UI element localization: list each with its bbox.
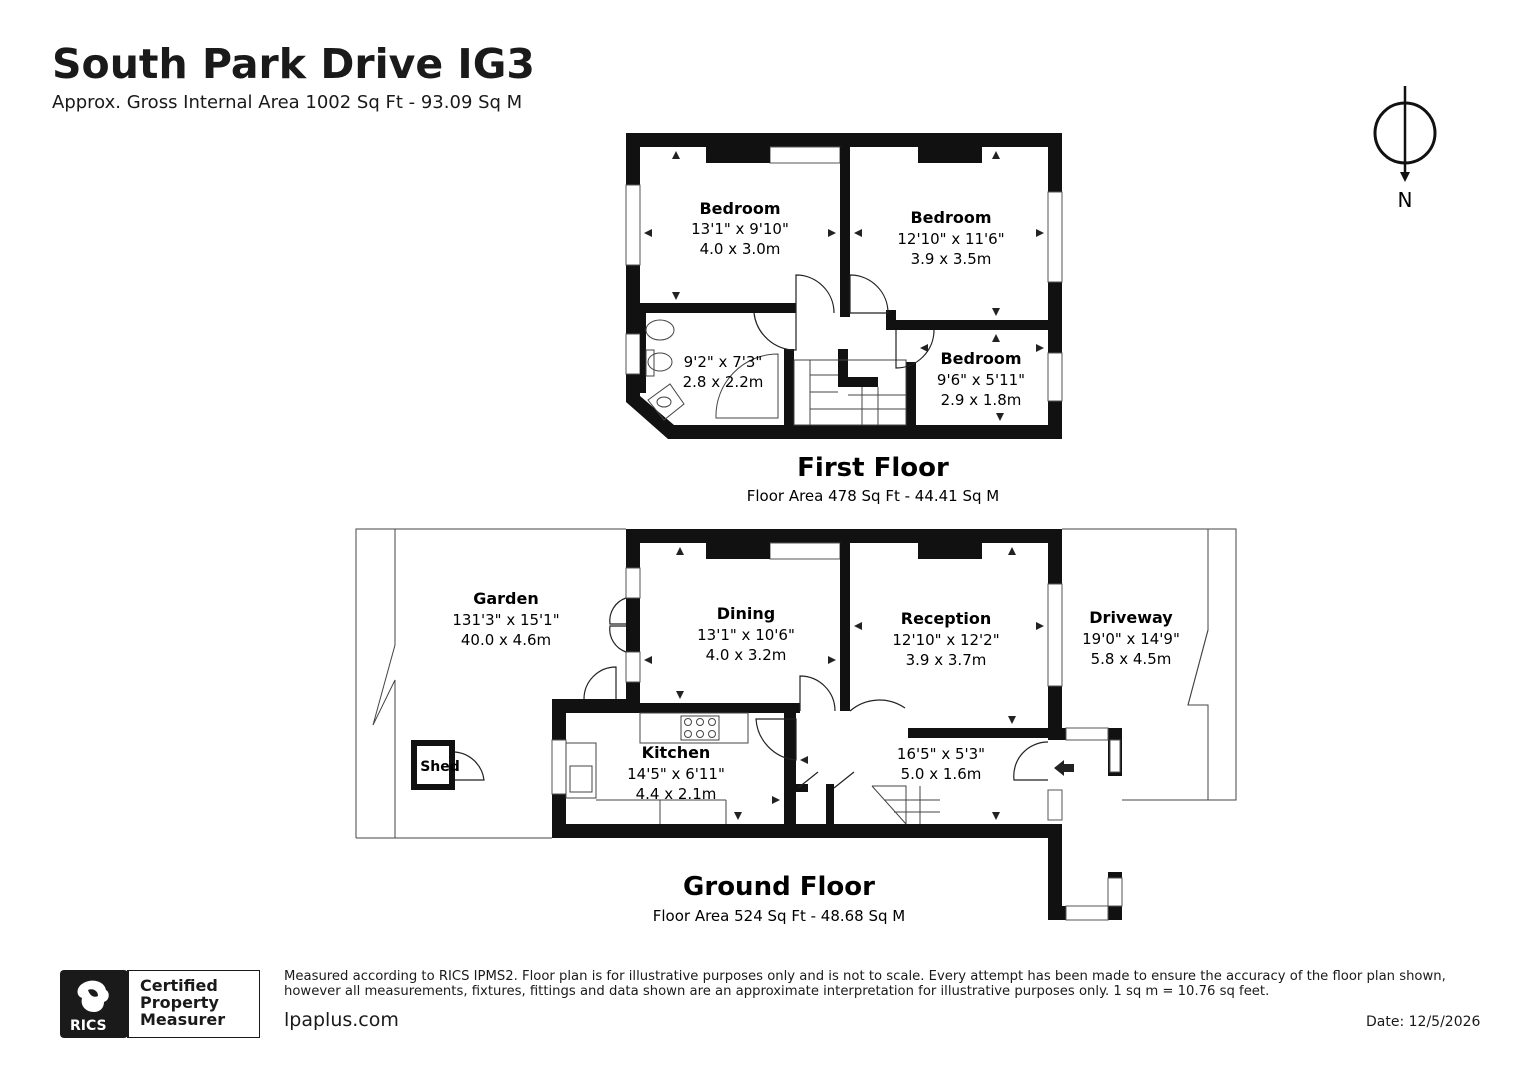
page-subtitle: Approx. Gross Internal Area 1002 Sq Ft -… [52, 92, 523, 113]
ground-floor-title: Ground Floor [683, 872, 875, 902]
gf-room-metric: 3.9 x 3.7m [906, 651, 987, 669]
gf-room-name: Dining [717, 604, 775, 623]
gf-room-imperial: 131'3" x 15'1" [452, 611, 559, 629]
gf-room-imperial: 12'10" x 12'2" [892, 631, 999, 649]
date-label: Date: 12/5/2026 [1366, 1014, 1481, 1030]
ff-room-imperial: 9'6" x 5'11" [937, 371, 1025, 389]
gf-room-name: Reception [901, 609, 991, 628]
gf-room-imperial: 14'5" x 6'11" [627, 765, 725, 783]
disclaimer: Measured according to RICS IPMS2. Floor … [284, 969, 1484, 999]
cert-line: Measurer [140, 1010, 226, 1029]
cert-line: Property [140, 993, 219, 1012]
gf-room-name: Kitchen [642, 743, 711, 762]
gf-room-metric: 5.8 x 4.5m [1091, 650, 1172, 668]
cert-line: Certified [140, 976, 218, 995]
ff-room-name: Bedroom [699, 199, 780, 218]
gf-room-name: Driveway [1089, 608, 1173, 627]
ff-room-imperial: 9'2" x 7'3" [684, 353, 763, 371]
ground-floor-plan: Garden 131'3" x 15'1" 40.0 x 4.6m Dining… [355, 528, 1237, 925]
first-floor-plan: Bedroom 13'1" x 9'10" 4.0 x 3.0m Bedroom… [625, 133, 1063, 505]
certified-property-measurer: Certified Property Measurer [140, 977, 225, 1028]
first-floor-area: Floor Area 478 Sq Ft - 44.41 Sq M [747, 487, 1000, 505]
website-link[interactable]: lpaplus.com [284, 1009, 399, 1031]
gf-hall-metric: 5.0 x 1.6m [901, 765, 982, 783]
gf-hall-imperial: 16'5" x 5'3" [897, 745, 985, 763]
ff-room-metric: 2.8 x 2.2m [683, 373, 764, 391]
disclaimer-line: however all measurements, fixtures, fitt… [284, 984, 1270, 999]
shed-icon [411, 740, 485, 790]
gf-room-metric: 4.4 x 2.1m [636, 785, 717, 803]
rics-label: RICS [70, 1018, 107, 1034]
ff-room-metric: 2.9 x 1.8m [941, 391, 1022, 409]
shed-label: Shed [420, 759, 460, 775]
rics-logo: RICS [60, 970, 260, 1038]
compass-icon: N [1373, 86, 1437, 212]
ff-room-imperial: 12'10" x 11'6" [897, 230, 1004, 248]
ff-room-name: Bedroom [910, 208, 991, 227]
disclaimer-line: Measured according to RICS IPMS2. Floor … [284, 969, 1446, 984]
ff-room-imperial: 13'1" x 9'10" [691, 220, 789, 238]
gf-room-imperial: 13'1" x 10'6" [697, 626, 795, 644]
ground-floor-area: Floor Area 524 Sq Ft - 48.68 Sq M [653, 907, 906, 925]
gf-room-imperial: 19'0" x 14'9" [1082, 630, 1180, 648]
first-floor-title: First Floor [797, 453, 949, 483]
ff-room-name: Bedroom [940, 349, 1021, 368]
compass-label: N [1398, 188, 1413, 212]
ff-room-metric: 3.9 x 3.5m [911, 250, 992, 268]
gf-room-metric: 40.0 x 4.6m [461, 631, 551, 649]
ff-room-metric: 4.0 x 3.0m [700, 240, 781, 258]
gf-room-metric: 4.0 x 3.2m [706, 646, 787, 664]
page-title: South Park Drive IG3 [52, 40, 535, 88]
gf-room-name: Garden [473, 589, 539, 608]
